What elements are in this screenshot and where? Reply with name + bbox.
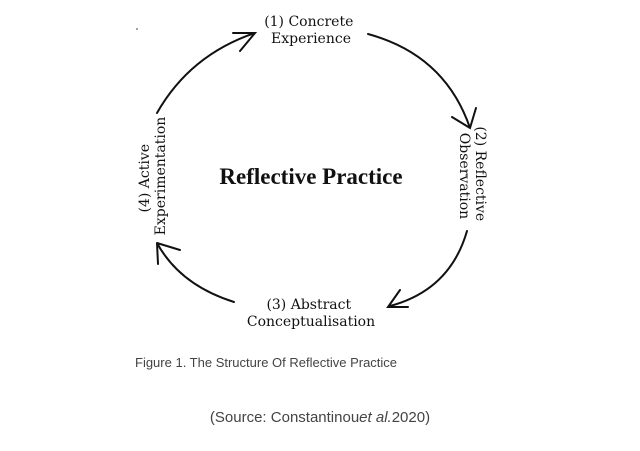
stage-1-label: (1) Concrete Experience bbox=[264, 14, 358, 47]
source-citation: (Source: Constantinouet al.2020) bbox=[0, 409, 640, 426]
arrow-4-to-1 bbox=[156, 32, 258, 114]
figure-caption: Figure 1. The Structure Of Reflective Pr… bbox=[135, 355, 398, 370]
stray-dot bbox=[136, 28, 138, 30]
arrow-3-to-4 bbox=[156, 242, 235, 303]
stage-2-label: (2) Reflective Observation bbox=[456, 126, 488, 225]
source-prefix: (Source: Constantinou bbox=[209, 409, 360, 426]
source-suffix: 2020) bbox=[391, 409, 431, 426]
stage-4-label: (4) Active Experimentation bbox=[137, 117, 169, 236]
arrow-1-to-2 bbox=[367, 33, 477, 130]
diagram-title: Reflective Practice bbox=[219, 164, 402, 189]
stage-3-label: (3) Abstract Conceptualisation bbox=[247, 297, 375, 330]
arrow-2-to-3 bbox=[386, 230, 468, 308]
source-italic: et al. bbox=[359, 409, 392, 426]
